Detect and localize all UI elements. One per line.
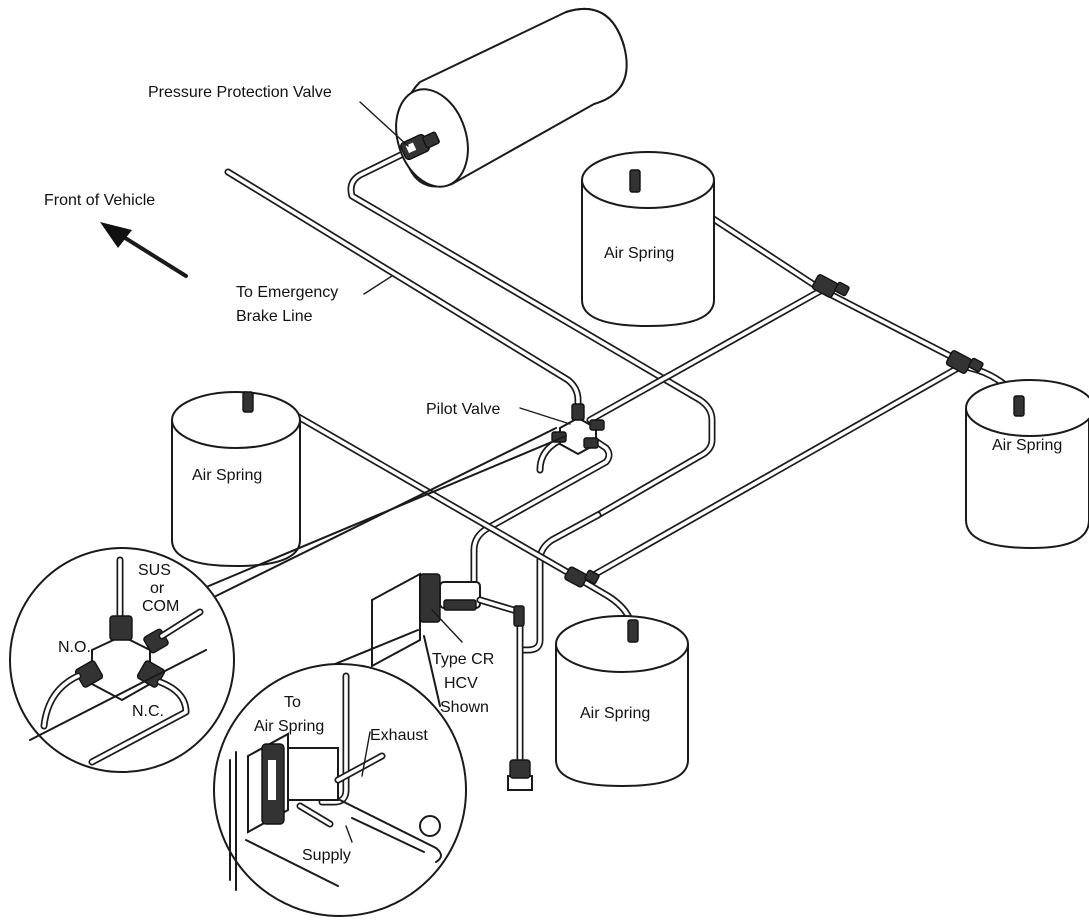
labels: Pressure Protection Valve Front of Vehic…	[44, 84, 1062, 864]
pressure-protection-valve	[400, 131, 440, 161]
air-spring-bottom-label: Air Spring	[580, 705, 650, 722]
sus-label: SUS	[138, 562, 171, 579]
to-air-spring-label: Air Spring	[254, 718, 324, 735]
supply-label: Supply	[302, 847, 351, 864]
pilot-valve-leader	[519, 407, 571, 425]
front-arrow-icon	[100, 222, 188, 278]
air-spring-top-right	[581, 151, 715, 328]
air-tank	[395, 7, 628, 188]
shown-label: Shown	[440, 699, 489, 716]
air-spring-right-label: Air Spring	[992, 437, 1062, 454]
to-label: To	[284, 694, 301, 711]
pilot-valve-detail-callout	[9, 427, 567, 773]
to-emergency-label: To Emergency	[236, 284, 338, 301]
pressure-protection-leader	[359, 101, 409, 147]
type-cr-label: Type CR	[432, 651, 494, 668]
pilot-valve	[551, 403, 605, 456]
or-label: or	[150, 580, 165, 597]
air-spring-bottom	[555, 615, 689, 788]
pressure-protection-valve-label: Pressure Protection Valve	[148, 84, 332, 101]
no-label: N.O.	[58, 639, 91, 656]
front-of-vehicle-label: Front of Vehicle	[44, 192, 155, 209]
air-spring-left	[171, 391, 301, 568]
air-spring-right	[965, 379, 1089, 550]
emergency-leader	[363, 275, 393, 295]
hcv-detail-callout	[213, 629, 467, 917]
com-label: COM	[142, 598, 179, 615]
air-spring-top-right-label: Air Spring	[604, 245, 674, 262]
exhaust-label: Exhaust	[370, 727, 428, 744]
hcv-leader	[431, 609, 463, 643]
hcv-label: HCV	[444, 675, 478, 692]
air-spring-left-label: Air Spring	[192, 467, 262, 484]
tee-fittings	[564, 274, 984, 588]
nc-label: N.C.	[132, 703, 164, 720]
brake-line-label: Brake Line	[236, 308, 313, 325]
pilot-valve-label: Pilot Valve	[426, 401, 501, 418]
